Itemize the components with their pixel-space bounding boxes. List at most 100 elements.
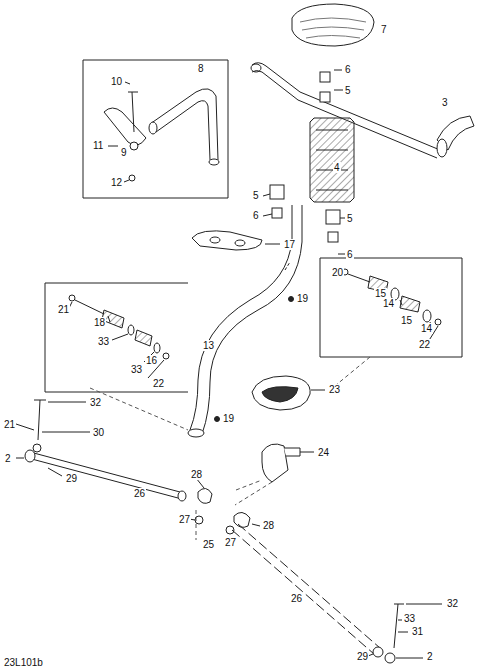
callout-number: 32 — [446, 598, 459, 609]
callout-number: 6 — [346, 249, 354, 260]
dashed-link — [235, 480, 272, 505]
clamp — [234, 512, 250, 527]
dashed-link — [90, 357, 370, 430]
pipe-end — [188, 429, 204, 437]
callout-number: 14 — [420, 323, 433, 334]
callout-number: 33 — [130, 364, 143, 375]
clamp-nut — [130, 142, 138, 150]
nut — [385, 653, 395, 663]
callout-number: 20 — [331, 267, 344, 278]
callout-number: 5 — [346, 213, 354, 224]
leader-line — [382, 292, 438, 342]
callout-number: 6 — [252, 210, 260, 221]
nut — [320, 72, 330, 82]
gasket-hole — [210, 237, 220, 243]
callout-number: 7 — [380, 24, 388, 35]
leader-line — [16, 458, 62, 476]
callout-number: 27 — [224, 537, 237, 548]
callout-number: 33 — [403, 613, 416, 624]
pipe-end — [149, 122, 157, 134]
callout-number: 25 — [202, 539, 215, 550]
spring — [135, 330, 152, 346]
spring — [400, 296, 420, 312]
callout-number: 5 — [252, 190, 260, 201]
sealant-symbol — [215, 417, 220, 422]
callout-number: 24 — [317, 447, 330, 458]
leader-line — [263, 194, 345, 254]
callout-number: 23 — [328, 384, 341, 395]
bolt — [394, 604, 404, 648]
callout-number: 13 — [202, 340, 215, 351]
leader-line — [334, 70, 343, 90]
callout-number: 17 — [283, 239, 296, 250]
callout-number: 32 — [89, 397, 102, 408]
leader-line — [265, 244, 280, 245]
leader-line — [368, 654, 423, 658]
pipe-end — [209, 159, 219, 165]
bracket — [262, 444, 288, 482]
washer — [423, 310, 431, 322]
callout-number: 12 — [110, 177, 123, 188]
bracket-tab — [284, 448, 300, 456]
nut — [163, 353, 169, 359]
gasket — [192, 231, 262, 250]
pipe-end — [251, 64, 261, 72]
callout-number: 19 — [222, 413, 235, 424]
clamp — [198, 488, 212, 503]
heat-shield-ribs — [300, 18, 366, 38]
exhaust-pipe — [202, 205, 302, 434]
rod-end — [373, 647, 383, 657]
clamp — [104, 108, 146, 145]
rod-end — [25, 450, 35, 462]
callout-number: 30 — [92, 427, 105, 438]
screw-shank — [75, 300, 104, 314]
callout-number: 31 — [411, 626, 424, 637]
callout-number: 3 — [441, 97, 449, 108]
leader-line — [16, 424, 34, 430]
nut — [328, 232, 338, 242]
callout-number: 18 — [93, 317, 106, 328]
callout-number: 8 — [197, 63, 205, 74]
callout-number: 15 — [400, 315, 413, 326]
screw-shank — [348, 274, 370, 282]
callout-number: 29 — [356, 651, 369, 662]
callout-number: 26 — [133, 488, 146, 499]
washer — [226, 526, 234, 534]
leader-line — [311, 390, 325, 391]
mounting-plate — [252, 376, 310, 410]
callout-number: 33 — [97, 336, 110, 347]
clamp-block — [320, 92, 330, 102]
leader-line — [68, 302, 164, 378]
nut — [435, 319, 441, 325]
callout-number: 2 — [4, 453, 12, 464]
washer — [154, 343, 160, 353]
callout-number: 22 — [152, 378, 165, 389]
callout-number: 4 — [333, 162, 341, 173]
callout-number: 16 — [145, 355, 158, 366]
rod-end — [178, 491, 186, 501]
leader-line — [108, 82, 130, 182]
callout-number: 26 — [290, 593, 303, 604]
sealant-symbol — [289, 297, 294, 302]
clamp-block — [326, 210, 340, 224]
leader-line — [42, 402, 90, 432]
callout-number: 22 — [418, 339, 431, 350]
dashed-link — [196, 510, 197, 540]
drawing-code: 23L101b — [3, 657, 44, 668]
washer — [128, 325, 134, 335]
support-rod — [28, 452, 180, 498]
bent-pipe — [150, 89, 218, 160]
inset-frame — [320, 258, 462, 357]
callout-number: 2 — [426, 651, 434, 662]
hose-end — [437, 139, 447, 157]
leader-line — [285, 262, 290, 270]
muffler — [310, 118, 354, 202]
bolt — [128, 92, 138, 132]
bolt — [34, 400, 46, 440]
screw — [69, 295, 75, 301]
callout-number: 29 — [65, 473, 78, 484]
mounting-pad — [262, 387, 298, 402]
nut — [272, 208, 282, 218]
